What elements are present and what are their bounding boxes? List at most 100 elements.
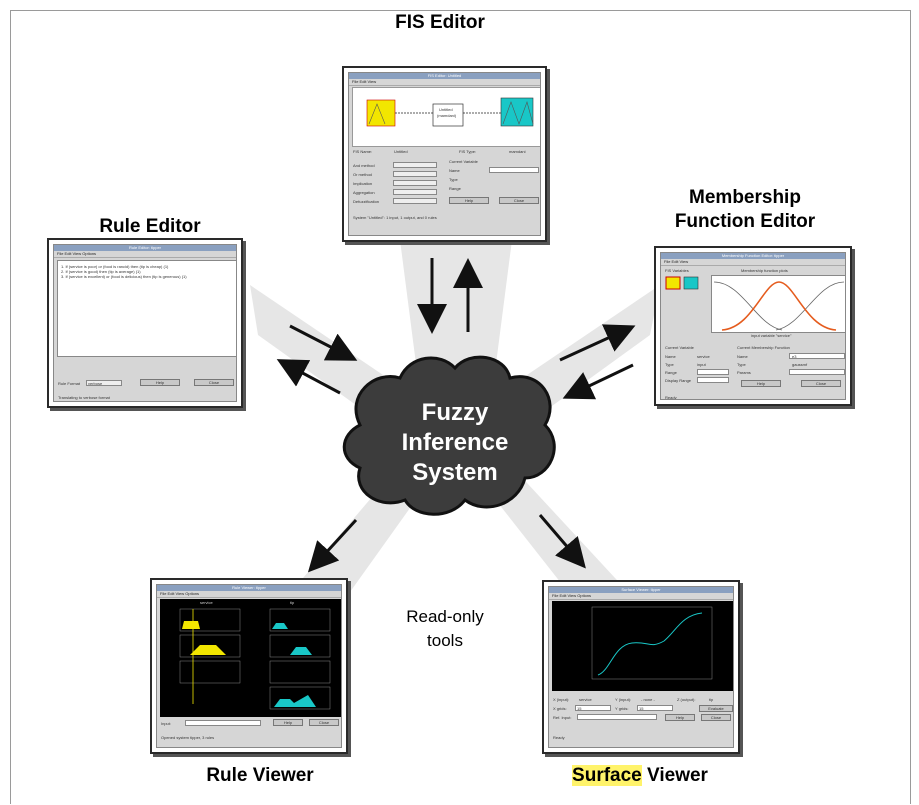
mf-editor-menu[interactable]: File Edit View: [661, 259, 845, 266]
input-fill-1: [182, 621, 200, 629]
read-only-line1: Read-only: [406, 607, 484, 626]
fis-editor-title: FIS Editor: [395, 12, 485, 33]
x-grids-field[interactable]: [575, 705, 611, 711]
fis-name-value: Untitled: [394, 149, 408, 154]
fis-name-label: FIS Name:: [353, 149, 373, 154]
rule-viewer-title: Rule Viewer: [206, 765, 314, 786]
y-grids-field[interactable]: [637, 705, 673, 711]
rule-line-2[interactable]: 2. If (service is good) then (tip is ave…: [61, 269, 141, 274]
arrow-rule-editor-in: [289, 324, 358, 361]
center-line3: System: [412, 459, 498, 486]
mf-type-label: Type: [665, 362, 674, 367]
mf-display-range-field[interactable]: [697, 377, 729, 383]
fis-help-button[interactable]: Help: [449, 197, 489, 204]
current-mf-name-value: e3: [792, 354, 797, 359]
fis-editor-window: FIS Editor: Untitled File Edit View Unti…: [342, 66, 547, 242]
fis-close-button[interactable]: Close: [499, 197, 539, 204]
params-field[interactable]: [789, 369, 845, 375]
rule-editor-help-button[interactable]: Help: [140, 379, 180, 386]
system-block: [432, 103, 464, 127]
mf-editor-window: Membership Function Editor: tipper File …: [654, 246, 852, 406]
arrow-rule-editor-out: [276, 359, 341, 395]
arrow-mf-in: [562, 363, 634, 400]
read-only-note: Read-only tools: [390, 605, 500, 653]
rule-viewer-close-button[interactable]: Close: [309, 719, 339, 726]
input-var-icon[interactable]: [665, 276, 681, 290]
surface-help-button[interactable]: Help: [665, 714, 695, 721]
params-label: Params: [737, 370, 751, 375]
output-var-icon[interactable]: [683, 276, 699, 290]
mf-plot: [713, 281, 845, 331]
mf-close-button[interactable]: Close: [801, 380, 841, 387]
rule-editor-close-button[interactable]: Close: [194, 379, 234, 386]
var-type-label: Type: [449, 177, 458, 182]
var-name-field[interactable]: [489, 167, 539, 173]
rule-list[interactable]: 1. If (service is poor) or (food is ranc…: [57, 260, 236, 357]
center-line1: Fuzzy: [421, 399, 489, 426]
mf-editor-inner: Membership Function Editor: tipper File …: [660, 252, 846, 400]
rule-format-field[interactable]: [86, 380, 122, 386]
z-output-value: tip: [709, 697, 714, 702]
x-input-label: X (input):: [553, 697, 570, 702]
surface-close-button[interactable]: Close: [701, 714, 731, 721]
output-fill-agg: [274, 695, 316, 707]
mf-help-button[interactable]: Help: [741, 380, 781, 387]
rule-viewer-help-button[interactable]: Help: [273, 719, 303, 726]
surface-viewer-titlebar: Surface Viewer: tipper: [549, 587, 733, 593]
rule-editor-status: Translating to verbose format: [58, 395, 110, 400]
rule-editor-window: Rule Editor: tipper File Edit View Optio…: [47, 238, 243, 408]
mf-plots-label: Membership function plots: [741, 268, 788, 273]
output-row-2: [269, 634, 331, 658]
aggregation-label: Aggregation: [353, 190, 375, 195]
surface-plot[interactable]: [552, 601, 733, 691]
arrow-to-surface-viewer: [538, 514, 586, 569]
x-input-value: service: [579, 697, 592, 702]
rule-viewer-menu[interactable]: File Edit View Options: [157, 591, 341, 598]
defuzzification-field[interactable]: [393, 198, 437, 204]
and-method-field[interactable]: [393, 162, 437, 168]
rule-editor-title: Rule Editor: [99, 216, 201, 237]
rule-viewer-graphics: [179, 608, 331, 710]
aggregation-field[interactable]: [393, 189, 437, 195]
ref-input-field[interactable]: [577, 714, 657, 720]
surface-axes: [591, 606, 713, 680]
output-row-3: [269, 660, 331, 684]
rule-viewer-plot[interactable]: service tip: [160, 599, 341, 717]
fis-menu[interactable]: File Edit View: [349, 79, 540, 86]
current-mf-name-field[interactable]: [789, 353, 845, 359]
or-method-field[interactable]: [393, 171, 437, 177]
implication-field[interactable]: [393, 180, 437, 186]
output-block: [500, 97, 534, 127]
rule-editor-menu[interactable]: File Edit View Options: [54, 251, 236, 258]
fis-variables-label: FIS Variables: [665, 268, 689, 273]
rule-viewer-col2: tip: [290, 600, 295, 605]
mf-curve-poor: [713, 281, 783, 331]
arrow-mf-out: [559, 324, 636, 362]
rule-viewer-titlebar: Rule Viewer: tipper: [157, 585, 341, 591]
output-mf-curves: [502, 101, 534, 125]
mf-range-field[interactable]: [697, 369, 729, 375]
viewer-word: Viewer: [641, 765, 708, 786]
y-input-value: - none -: [641, 697, 655, 702]
input-row-1: [179, 608, 241, 632]
implication-label: Implication: [353, 181, 373, 186]
rule-editor-inner: Rule Editor: tipper File Edit View Optio…: [53, 244, 237, 402]
rule-line-3[interactable]: 3. If (service is excellent) or (food is…: [61, 274, 187, 279]
system-box-line1: Untitled: [439, 107, 453, 112]
surface-curve: [597, 612, 703, 676]
rule-line-1[interactable]: 1. If (service is poor) or (food is ranc…: [61, 264, 169, 269]
mf-plot-area[interactable]: [711, 275, 845, 333]
mf-editor-title-line1: Membership: [689, 187, 801, 208]
rule-editor-titlebar: Rule Editor: tipper: [54, 245, 236, 251]
input-block: [366, 99, 396, 127]
center-label: Fuzzy Inference System: [360, 398, 550, 488]
fis-variable-icons: [665, 276, 699, 290]
mf-curve-excellent: [775, 281, 845, 331]
evaluate-button[interactable]: Evaluate: [699, 705, 733, 712]
rule-viewer-col1: service: [200, 600, 213, 605]
input-row-2: [179, 634, 241, 658]
center-line2: Inference: [401, 429, 509, 456]
rule-viewer-input-field[interactable]: [185, 720, 261, 726]
surface-viewer-menu[interactable]: File Edit View Options: [549, 593, 733, 600]
mf-curve-good: [721, 281, 837, 331]
